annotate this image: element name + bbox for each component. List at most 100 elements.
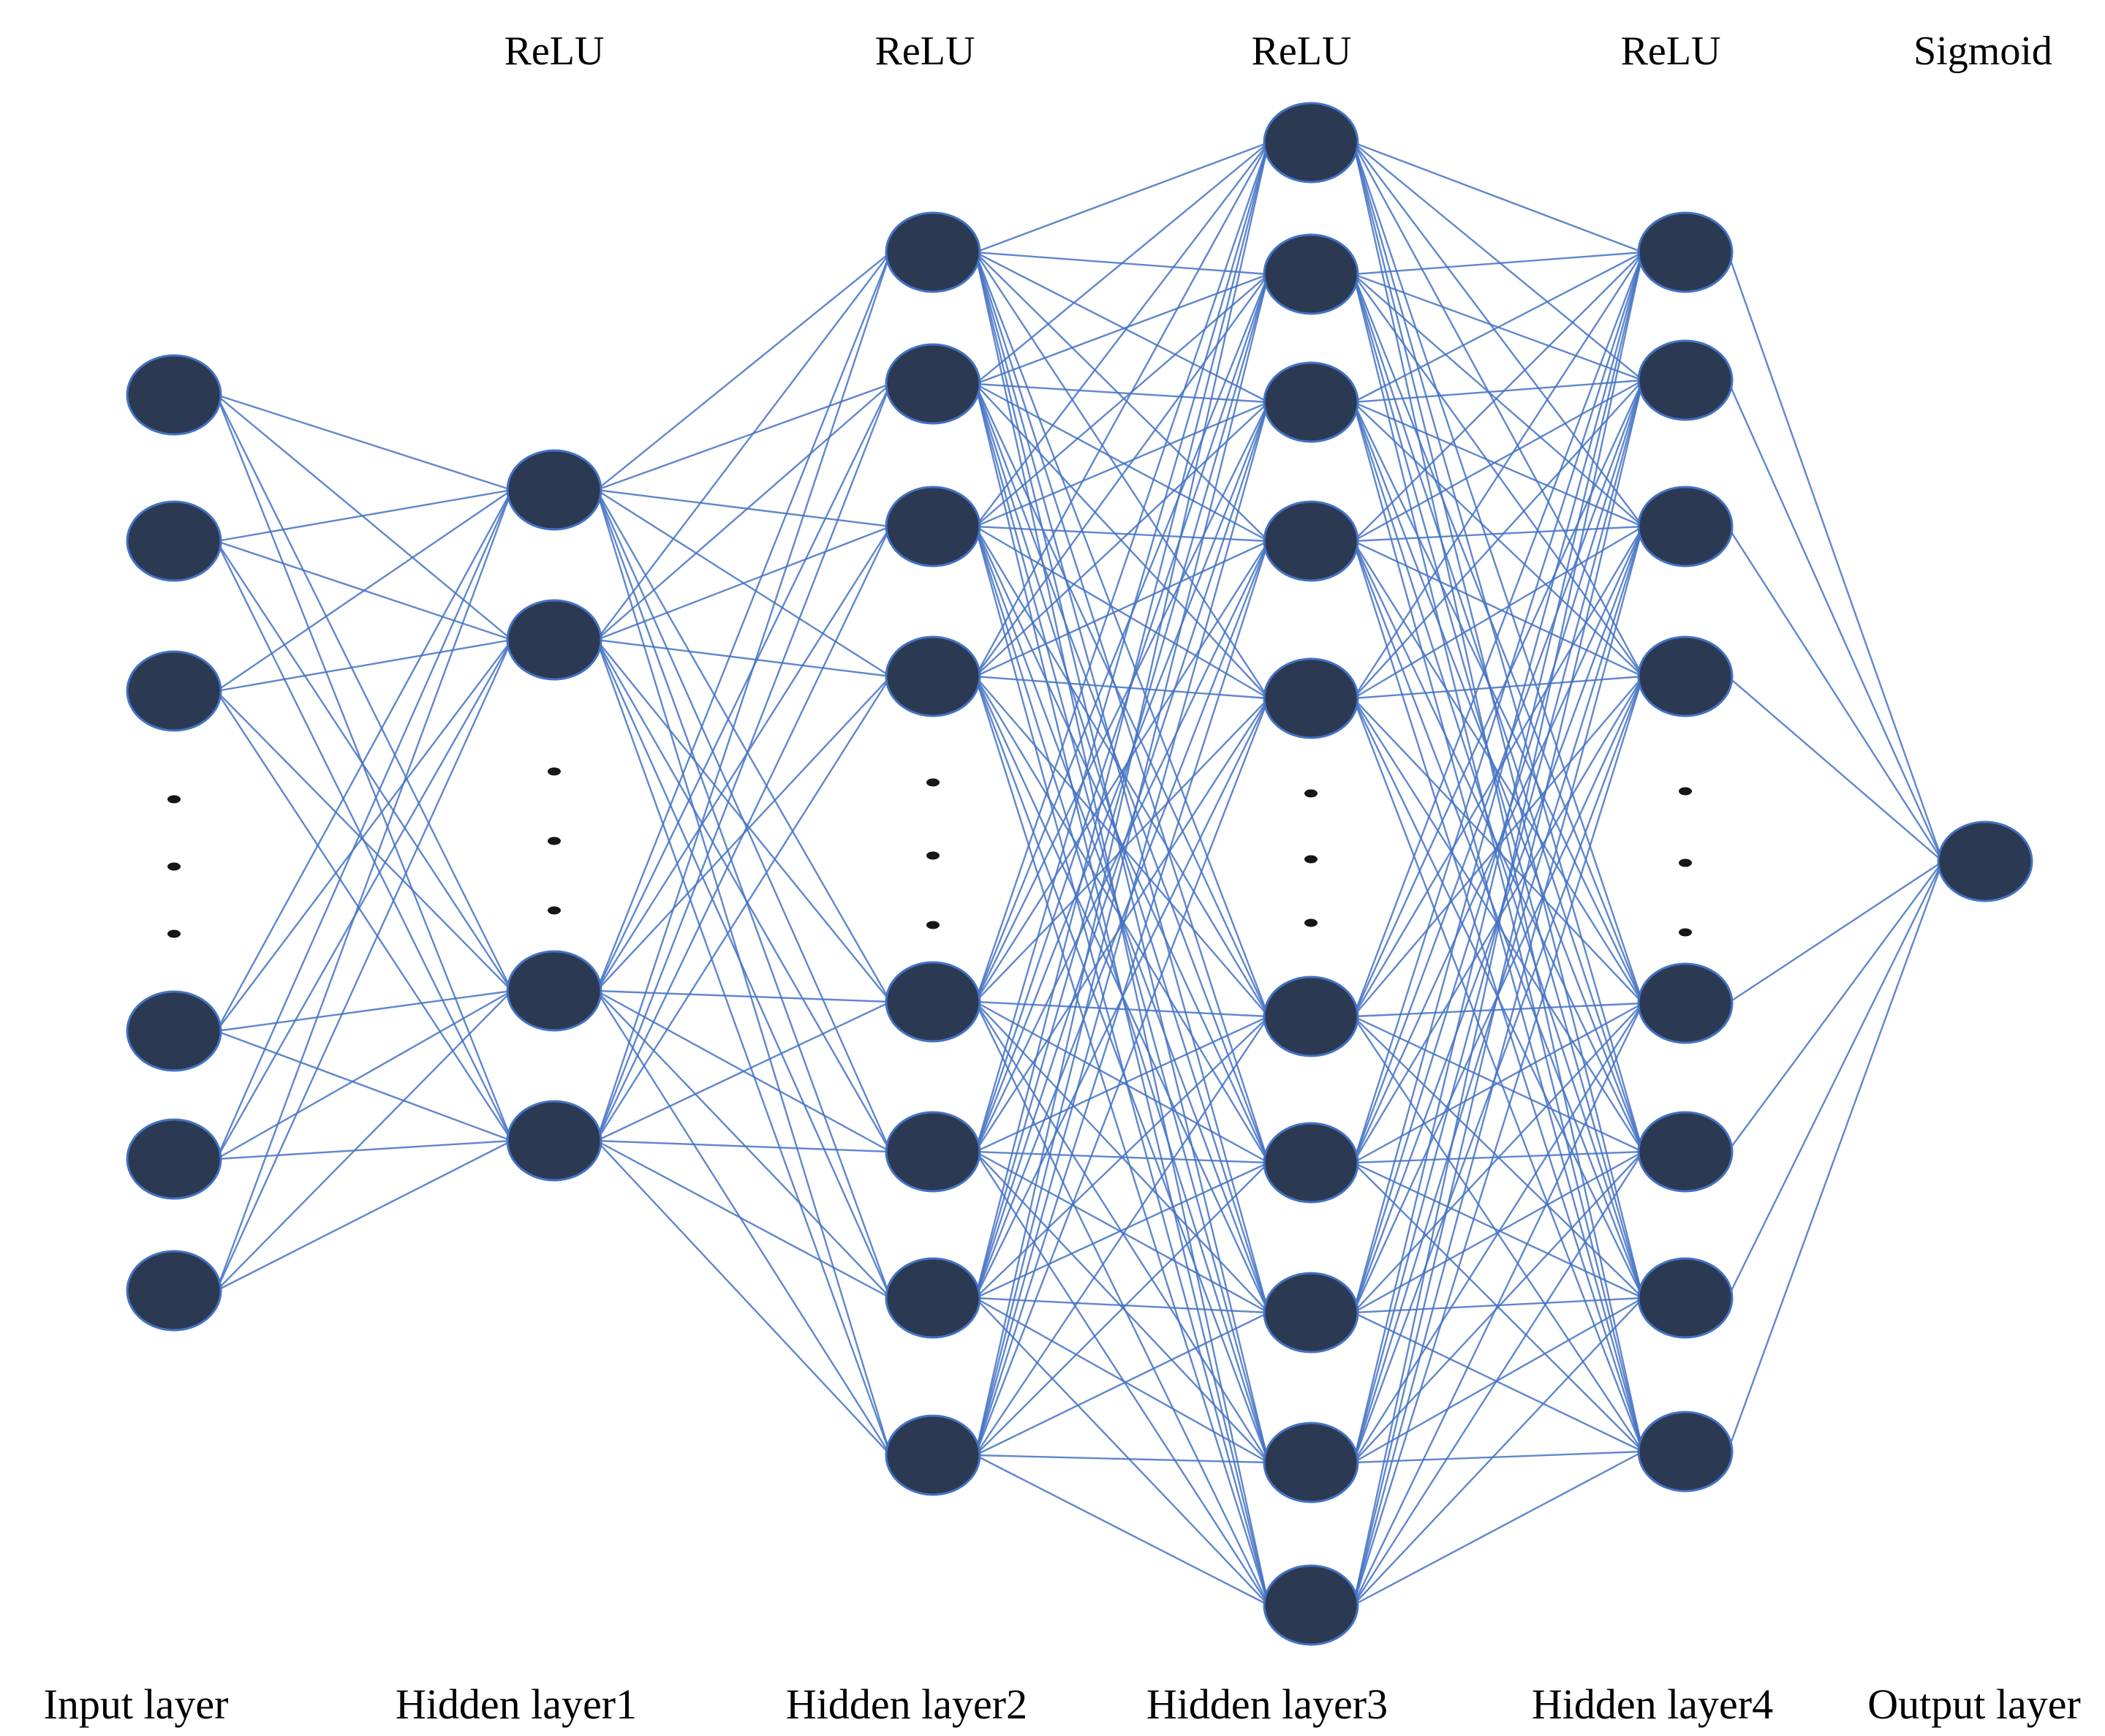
- connection-line: [1353, 1002, 1644, 1018]
- connection-line: [1353, 379, 1644, 543]
- neuron-node: [126, 500, 222, 582]
- connection-line: [975, 525, 1269, 543]
- ellipsis-dot: [1679, 928, 1692, 937]
- connection-line: [596, 252, 891, 491]
- connection-line: [215, 639, 513, 1291]
- connection-line: [974, 401, 1270, 1003]
- connection-line: [1727, 860, 1943, 1005]
- connection-line: [975, 1016, 1269, 1456]
- connection-line: [975, 401, 1269, 528]
- connection-line: [1352, 676, 1644, 1463]
- neuron-node: [126, 354, 222, 436]
- connection-line: [1352, 380, 1644, 1163]
- connection-line: [1352, 698, 1644, 1452]
- neuron-node: [885, 211, 981, 293]
- connection-line: [1352, 252, 1644, 1017]
- connection-line: [975, 383, 1269, 699]
- connection-line: [1353, 525, 1644, 543]
- neuron-node: [1937, 820, 2033, 902]
- connection-line: [975, 1297, 1269, 1464]
- layer-label-input: Input layer: [44, 1680, 229, 1728]
- connection-line: [975, 1151, 1269, 1463]
- activation-label-hidden2: ReLU: [875, 29, 975, 74]
- neuron-node: [885, 486, 981, 567]
- neuron-node: [885, 635, 981, 717]
- connection-line: [974, 273, 1270, 1152]
- connection-line: [1352, 252, 1644, 1163]
- connection-line: [216, 989, 513, 1161]
- connection-line: [1726, 861, 1944, 1299]
- connection-line: [595, 252, 892, 992]
- connection-line: [1726, 380, 1944, 862]
- connection-line: [1352, 401, 1644, 1004]
- connection-line: [596, 252, 891, 641]
- connection-line: [975, 1150, 1269, 1314]
- connection-line: [1353, 1450, 1644, 1464]
- connection-line: [1353, 251, 1644, 276]
- connection-line: [595, 676, 892, 1141]
- connection-line: [974, 401, 1270, 1152]
- connection-line: [1352, 698, 1644, 1299]
- connection-line: [975, 382, 1269, 543]
- connection-line: [216, 489, 513, 692]
- connection-line: [974, 142, 1270, 1456]
- connection-line: [1353, 540, 1644, 678]
- connection-line: [975, 1454, 1269, 1607]
- connection-line: [1353, 1297, 1644, 1464]
- connection-line: [1352, 380, 1644, 1313]
- layer-label-hidden3: Hidden layer3: [1146, 1680, 1388, 1728]
- connection-line: [216, 394, 513, 641]
- connection-line: [215, 394, 513, 1141]
- connection-line: [975, 273, 1269, 677]
- connection-line: [1352, 252, 1644, 699]
- connection-line: [974, 273, 1270, 1003]
- ellipsis-dot: [926, 778, 940, 787]
- connection-line: [974, 698, 1270, 1456]
- neuron-node: [1263, 361, 1359, 443]
- neuron-node: [506, 1100, 602, 1182]
- labels: ReLU ReLU ReLU ReLU Sigmoid Input layer …: [44, 29, 2081, 1728]
- connection-line: [216, 1139, 513, 1292]
- layer-label-hidden2: Hidden layer2: [786, 1680, 1027, 1728]
- connection-line: [1353, 1297, 1644, 1606]
- connection-line: [1353, 1161, 1644, 1299]
- connection-line: [1352, 676, 1644, 1606]
- connection-line: [1353, 1015, 1644, 1153]
- neuron-node: [1637, 339, 1734, 421]
- connection-line: [975, 1162, 1269, 1456]
- connection-line: [595, 252, 892, 1141]
- connection-line: [974, 540, 1270, 1456]
- neuron-node: [506, 599, 602, 681]
- connection-line: [975, 1161, 1269, 1299]
- connection-line: [974, 676, 1270, 1606]
- connection-line: [975, 273, 1269, 385]
- connection-line: [216, 639, 513, 1032]
- connection-line: [974, 676, 1270, 1463]
- connection-line: [1726, 861, 1944, 1452]
- connection-line: [596, 488, 891, 528]
- connection-line: [1352, 380, 1644, 1463]
- connection-line: [1726, 252, 1944, 862]
- connection-line: [1352, 273, 1644, 1452]
- connection-line: [1352, 380, 1644, 1017]
- neuron-node: [1637, 962, 1734, 1044]
- connection-line: [1353, 380, 1644, 699]
- connection-line: [215, 489, 513, 1160]
- ellipsis-dot: [1679, 787, 1692, 796]
- connection-line: [216, 1030, 513, 1142]
- ellipsis-dots: [167, 767, 1692, 938]
- connection-line: [1353, 1151, 1644, 1463]
- connection-line: [216, 393, 513, 491]
- connection-line: [595, 526, 892, 1141]
- connection-line: [974, 540, 1270, 1152]
- neuron-node: [506, 449, 602, 531]
- neuron-node: [126, 650, 222, 732]
- connection-line: [975, 382, 1269, 404]
- connection-line: [216, 990, 513, 1291]
- ellipsis-dot: [1304, 855, 1318, 864]
- connection-line: [215, 690, 513, 1141]
- neuron-node: [885, 1414, 981, 1496]
- connection-line: [1353, 698, 1644, 1004]
- ellipsis-dot: [167, 795, 181, 804]
